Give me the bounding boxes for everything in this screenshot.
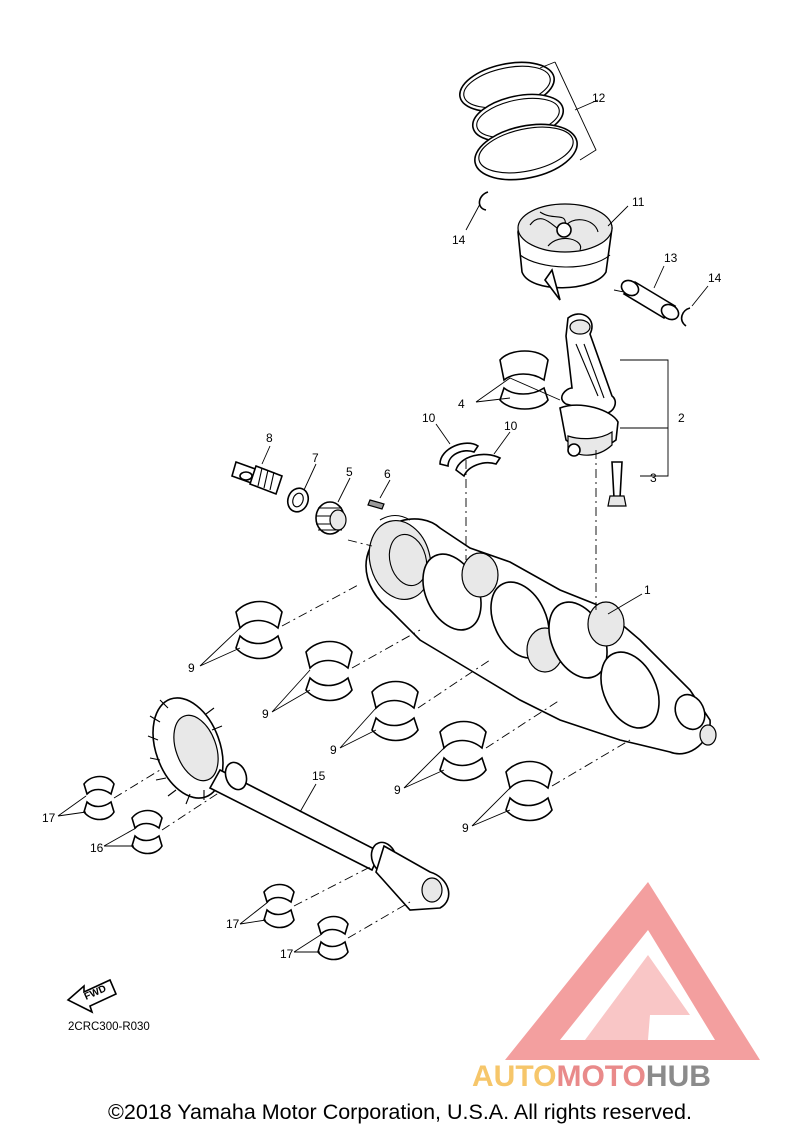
balancer-shaft — [147, 697, 450, 911]
balancer-bearing-17-a — [83, 775, 115, 821]
piston — [517, 203, 613, 301]
copyright-notice: ©2018 Yamaha Motor Corporation, U.S.A. A… — [108, 1100, 692, 1124]
crankshaft — [365, 514, 717, 755]
alignment-lines — [113, 289, 631, 939]
callout-2: 2 — [678, 411, 685, 425]
callout-9c: 9 — [330, 743, 337, 757]
callout-12: 12 — [592, 91, 606, 105]
balancer-bearing-17-c — [317, 915, 349, 961]
washer — [286, 487, 310, 513]
thrust-bearing-right — [455, 453, 502, 478]
conrod-bearing-lower — [499, 386, 549, 410]
main-bearing-1 — [235, 600, 283, 660]
callout-9b: 9 — [262, 707, 269, 721]
callout-5: 5 — [346, 465, 353, 479]
watermark-hub: HUB — [646, 1060, 711, 1093]
callout-15: 15 — [312, 769, 326, 783]
crank-gear — [315, 501, 347, 535]
drawing-code: 2CRC300-R030 — [68, 1021, 150, 1033]
forward-arrow-icon: FWD — [66, 978, 118, 1014]
main-bearing-3 — [371, 680, 419, 742]
piston-pin — [620, 279, 680, 321]
callout-17b: 17 — [226, 917, 240, 931]
callout-4: 4 — [458, 397, 465, 411]
callout-9e: 9 — [462, 821, 469, 835]
conrod-bolt — [607, 461, 627, 507]
callout-3: 3 — [650, 471, 657, 485]
callout-13: 13 — [664, 251, 678, 265]
callout-7: 7 — [312, 451, 319, 465]
watermark-text: AUTOMOTOHUB — [472, 1060, 711, 1093]
callout-1: 1 — [644, 583, 651, 597]
connecting-rod — [559, 313, 619, 457]
balancer-bearing-17-b — [263, 883, 295, 929]
main-bearing-5 — [505, 760, 553, 822]
woodruff-key — [367, 499, 385, 510]
watermark-moto: MOTO — [556, 1060, 645, 1093]
callout-9d: 9 — [394, 783, 401, 797]
callout-14a: 14 — [452, 233, 466, 247]
callout-17a: 17 — [42, 811, 56, 825]
watermark-auto: AUTO — [472, 1060, 556, 1093]
callout-6: 6 — [384, 467, 391, 481]
main-bearing-4 — [439, 720, 487, 782]
main-bearing-2 — [305, 640, 353, 702]
callout-8: 8 — [266, 431, 273, 445]
conrod-bearing-upper — [499, 350, 549, 382]
callout-labels: 1 2 3 4 5 6 7 8 9 9 9 9 9 10 10 11 12 13… — [42, 91, 722, 961]
circlip-right — [680, 307, 691, 327]
special-bolt — [231, 460, 284, 496]
callout-9a: 9 — [188, 661, 195, 675]
automotohub-logo — [505, 882, 760, 1060]
thrust-bearing-left — [439, 442, 480, 468]
balancer-bearing-16 — [131, 809, 163, 855]
circlip-left — [478, 191, 489, 211]
callout-11: 11 — [632, 195, 645, 209]
leader-lines — [57, 61, 709, 953]
piston-rings — [459, 61, 578, 181]
callout-17c: 17 — [280, 947, 294, 961]
callout-10a: 10 — [422, 411, 436, 425]
callout-14b: 14 — [708, 271, 722, 285]
callout-10b: 10 — [504, 419, 518, 433]
callout-16: 16 — [90, 841, 104, 855]
